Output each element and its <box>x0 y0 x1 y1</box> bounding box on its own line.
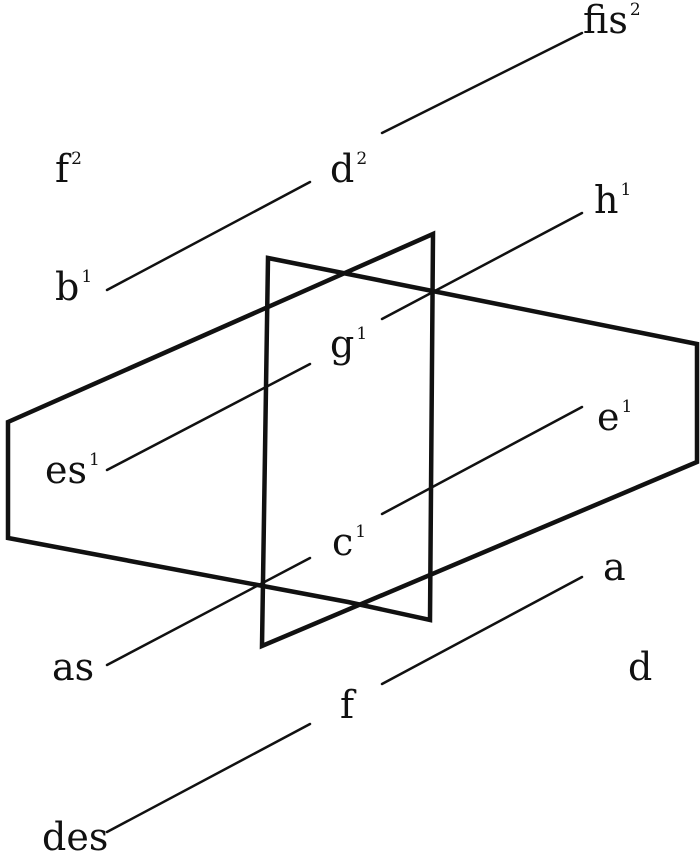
line-es1-g1 <box>105 362 312 472</box>
note-name: d <box>628 645 652 689</box>
note-label-as: as <box>52 645 94 689</box>
octave-mark: 1 <box>81 267 92 287</box>
note-label-d: d <box>628 645 652 689</box>
note-name: h <box>594 178 618 222</box>
line-d2-fis2 <box>380 31 584 135</box>
note-label-f: f <box>340 683 357 727</box>
note-name: b <box>55 265 79 309</box>
line-b1-d2 <box>105 180 312 292</box>
line-g1-h1 <box>380 211 584 321</box>
note-name: f <box>55 147 72 191</box>
note-name: es <box>45 448 87 492</box>
octave-mark: 2 <box>356 149 367 169</box>
octave-mark: 1 <box>620 180 631 200</box>
note-name: a <box>603 545 626 589</box>
octave-mark: 1 <box>622 397 633 417</box>
note-name: g <box>330 322 354 366</box>
note-name: d <box>330 147 354 191</box>
octave-mark: 2 <box>71 149 82 169</box>
quadrilateral-shape <box>259 255 700 650</box>
note-label-a: a <box>603 545 626 589</box>
octave-mark: 1 <box>356 324 367 344</box>
note-label-des: des <box>42 815 108 859</box>
note-name: fis <box>583 0 628 42</box>
note-name: e <box>597 395 620 439</box>
note-name: c <box>332 520 353 564</box>
octave-mark: 2 <box>630 0 641 20</box>
note-name: des <box>42 815 108 859</box>
octave-mark: 1 <box>89 450 100 470</box>
line-as-c1 <box>105 556 312 667</box>
note-name: as <box>52 645 94 689</box>
hexagon-shape <box>5 230 436 623</box>
line-f-a <box>380 575 584 686</box>
line-des-f <box>105 722 312 834</box>
note-name: f <box>340 683 357 727</box>
line-c1-e1 <box>380 405 584 516</box>
octave-mark: 1 <box>355 522 366 542</box>
